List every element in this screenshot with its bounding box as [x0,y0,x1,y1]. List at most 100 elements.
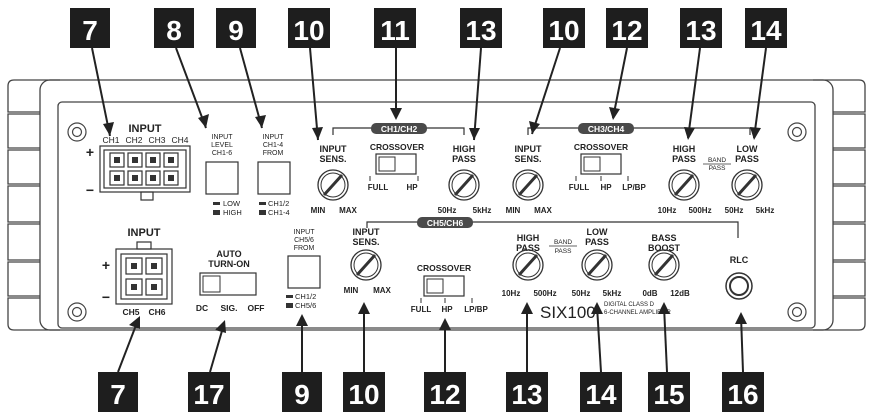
level-low-label: LOW [223,199,241,208]
ch34-lp-hi: 5kHz [756,206,775,215]
ch12-sens-line2: SENS. [319,154,346,164]
ch6-label: CH6 [148,307,165,317]
ch34-sens-line2: SENS. [514,154,541,164]
low-marker-icon [213,202,220,205]
ch34-lp-lo: 50Hz [725,206,744,215]
input-level-switch[interactable]: INPUT LEVEL CH1-6 LOW HIGH [205,134,242,217]
auto-line2: TURN-ON [208,259,250,269]
from56-opt-a: CH1/2 [295,292,316,301]
ch12-crossover-switch[interactable] [369,153,419,181]
ch12-hp-line2: PASS [452,154,476,164]
ch34-crossover-full: FULL [569,183,590,192]
plus-label-bottom: + [102,257,110,273]
ch34-sens-line1: INPUT [515,144,543,154]
ch56-bassboost-knob[interactable] [648,249,680,281]
svg-text:12: 12 [611,15,642,46]
ch56-lp-line2: PASS [585,237,609,247]
channel-label-2: CH2 [125,135,142,145]
svg-text:11: 11 [380,15,410,46]
ch12-crossover-full: FULL [368,183,389,192]
ch12-hp-hi: 5kHz [473,206,492,215]
callout-top-7: 10 [529,8,585,135]
channel-label-3: CH3 [148,135,165,145]
ch34-highpass-knob[interactable] [668,169,700,201]
callout-top-2: 8 [154,8,209,129]
callout-top-5: 11 [374,8,416,120]
callouts-bottom: 7 17 9 10 12 13 [98,302,764,412]
ch56-marker-icon [286,303,293,308]
ch12-marker-icon [259,202,266,205]
svg-text:13: 13 [465,15,496,46]
ch56-sens-max: MAX [373,286,391,295]
input-ch5-6-from-switch[interactable]: INPUT CH5/6 FROM CH1/2 CH5/6 [286,229,321,310]
ch56-crossover-full: FULL [411,305,432,314]
model-name: SIX100 [540,303,596,322]
input-bottom-title: INPUT [128,227,161,239]
callouts-top: 7 8 9 10 11 13 [70,8,787,141]
svg-text:14: 14 [585,379,617,410]
ch56-bb-lo: 0dB [642,289,657,298]
ch56-sens-line2: SENS. [352,237,379,247]
callout-top-3: 9 [216,8,266,129]
ch56-crossover-hp: HP [441,305,453,314]
from56-line3: FROM [294,245,315,252]
input-ch1-4-from-switch[interactable]: INPUT CH1-4 FROM CH1/2 CH1-4 [257,134,291,217]
ch12-highpass-knob[interactable] [448,169,480,201]
model-desc-1: DIGITAL CLASS D [604,302,655,308]
ch56-crossover-title: CROSSOVER [417,263,471,273]
input-top-title: INPUT [129,123,162,135]
ch34-crossover-hp: HP [600,183,612,192]
auto-dc: DC [196,303,208,313]
section-ch5-ch6: CH5/CH6 INPUT SENS. MIN MAX CROSSOVER FU… [344,217,739,314]
ch12-sens-line1: INPUT [320,144,348,154]
ch34-lp-line2: PASS [735,154,759,164]
ch34-crossover-switch[interactable] [575,153,629,181]
ch12-crossover-hp: HP [406,183,418,192]
plus-label: + [86,144,94,160]
ch12-sens-knob[interactable] [317,169,349,201]
minus-label-bottom: − [102,289,110,305]
input-ch5-6-connector: INPUT + − CH5 CH6 [102,227,173,317]
ch34-sens-knob[interactable] [512,169,544,201]
rlc-jack[interactable]: RLC [725,255,753,300]
svg-text:14: 14 [750,15,782,46]
ch12-sens-max: MAX [339,206,357,215]
ch34-hp-line2: PASS [672,154,696,164]
channel-label-4: CH4 [171,135,188,145]
ch34-lowpass-knob[interactable] [731,169,763,201]
ch5-label: CH5 [122,307,139,317]
from56-opt-b: CH5/6 [295,301,316,310]
callout-bottom-9: 16 [722,312,764,412]
svg-text:10: 10 [548,15,579,46]
ch56-sens-min: MIN [344,286,359,295]
auto-turn-on-switch[interactable]: AUTO TURN-ON DC SIG. OFF [196,249,265,313]
callout-top-4: 10 [288,8,330,141]
model-desc-2: 6-CHANNEL AMPLIFIER [604,310,671,316]
ch56-bb-line1: BASS [651,233,676,243]
ch56-crossover-switch[interactable] [420,275,473,303]
ch34-band-line2: PASS [709,165,727,172]
rlc-label: RLC [730,255,749,265]
ch56-highpass-knob[interactable] [512,249,544,281]
model-branding: SIX100 DIGITAL CLASS D 6-CHANNEL AMPLIFI… [540,302,671,322]
ch14-marker-icon [259,210,266,215]
ch56-band-line1: BAND [554,239,572,246]
auto-off: OFF [248,303,265,313]
ch12-crossover-title: CROSSOVER [370,142,424,152]
from14-opt-b: CH1-4 [268,208,290,217]
ch12b-marker-icon [286,295,293,298]
minus-label: − [86,182,94,198]
ch34-section-label: CH3/CH4 [588,124,625,134]
ch34-crossover-title: CROSSOVER [574,142,628,152]
callout-bottom-7: 14 [580,302,622,412]
ch34-sens-max: MAX [534,206,552,215]
ch56-sens-knob[interactable] [350,249,382,281]
input-level-line3: CH1-6 [212,150,232,157]
channel-label-1: CH1 [102,135,119,145]
svg-text:8: 8 [166,15,182,46]
svg-text:15: 15 [653,379,684,410]
ch56-lowpass-knob[interactable] [581,249,613,281]
from14-opt-a: CH1/2 [268,199,289,208]
callout-top-8: 12 [606,8,648,120]
input-level-line2: LEVEL [211,142,233,149]
